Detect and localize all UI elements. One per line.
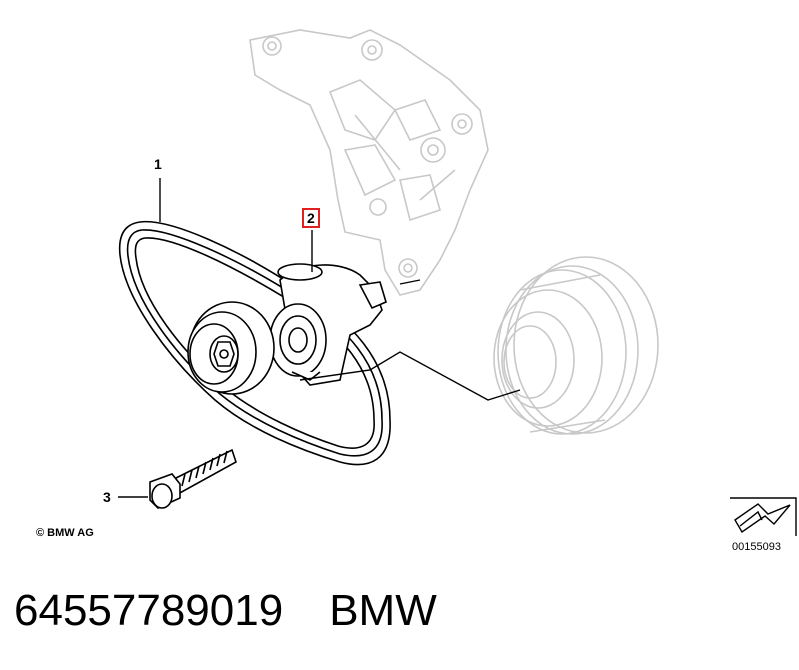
callout-1: 1 <box>154 156 162 172</box>
crankshaft-pulley <box>493 256 659 435</box>
callout-2: 2 <box>302 208 320 228</box>
mounting-bracket <box>249 29 489 296</box>
copyright-text: © BMW AG <box>36 527 94 539</box>
belt-tensioner <box>187 263 387 395</box>
brand-name: BMW <box>329 586 437 635</box>
callout-3: 3 <box>103 489 111 505</box>
part-number: 64557789019 <box>14 586 284 635</box>
reference-number: 00155093 <box>732 541 781 553</box>
caption: 64557789019 BMW <box>14 586 437 636</box>
reference-arrow-icon <box>730 497 797 536</box>
leader-lines <box>118 178 521 498</box>
parts-diagram <box>118 29 797 536</box>
bolt <box>149 448 237 509</box>
